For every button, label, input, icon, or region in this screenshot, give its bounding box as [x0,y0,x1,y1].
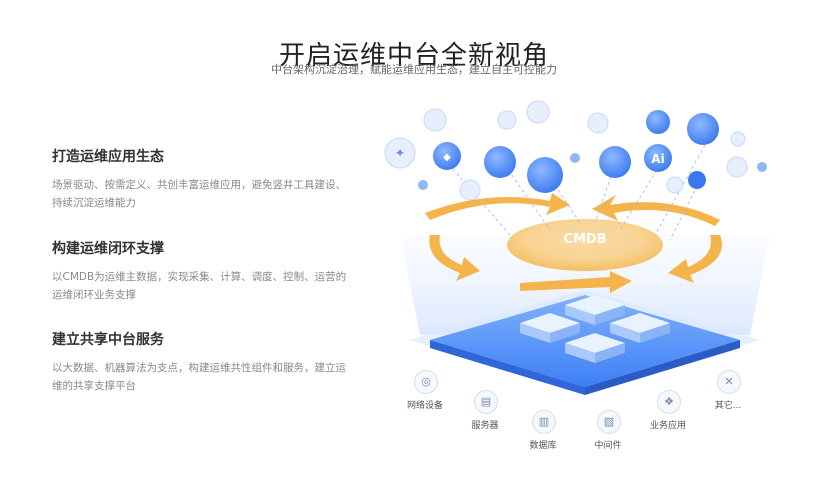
target-icon [646,110,670,134]
feature-heading: 打造运维应用生态 [52,149,164,165]
dot-bubble [688,171,706,189]
feature-closed-loop: 构建运维闭环支撑 以CMDB为运维主数据，实现采集、计算、调度、控制、运营的运维… [52,238,347,304]
feature-desc: 以大数据、机器算法为支点，构建运维共性组件和服务，建立运维的共享支撑平台 [52,362,346,392]
platform-illustration: ✦ ◆ Ai CMDB ◎ 网络设备 ▤ 服务器 [370,95,800,465]
bulb-icon [423,108,447,132]
platform-blocks [520,295,670,363]
ring-icon [730,131,746,147]
star-glyph: ✦ [395,146,405,160]
platform-side-left [430,340,585,395]
database-icon: ▥ [532,410,556,434]
cmdb-core-top [525,221,645,257]
feature-heading: 构建运维闭环支撑 [52,241,164,257]
chart-glyph: ◆ [443,152,451,163]
platform-side-right [585,340,740,395]
resource-label: 中间件 [594,441,622,451]
feature-heading: 建立共享中台服务 [52,332,164,348]
feature-desc: 场景驱动、按需定义、共创丰富运维应用，避免竖井工具建设、持续沉淀运维能力 [52,179,346,209]
screen-icon [687,113,719,145]
cubes-icon [527,157,563,193]
platform-diagram: ✦ ◆ Ai CMDB [384,100,770,395]
middleware-icon: ▧ [597,410,621,434]
feature-app-ecosystem: 打造运维应用生态 场景驱动、按需定义、共创丰富运维应用，避免竖井工具建设、持续沉… [52,146,347,212]
resource-label: 服务器 [471,421,499,431]
feature-shared-platform: 建立共享中台服务 以大数据、机器算法为支点，构建运维共性组件和服务，建立运维的共… [52,329,347,395]
link-icon [484,146,516,178]
page-title: 开启运维中台全新视角 [278,41,549,72]
resource-label: 业务应用 [649,421,686,431]
resource-label: 其它... [714,401,742,411]
cloud-icon [599,146,631,178]
monitor-icon [459,179,481,201]
resource-label: 网络设备 [406,401,443,411]
tools-icon: ✕ [717,370,741,394]
bar-icon [726,156,748,178]
chart-icon [433,142,461,170]
feature-desc: 以CMDB为运维主数据，实现采集、计算、调度、控制、运营的运维闭环业务支撑 [52,271,347,301]
business-app-icon: ❖ [657,390,681,414]
ai-icon [644,144,672,172]
doc-icon [587,112,609,134]
floating-bubbles: ✦ ◆ Ai [384,100,767,201]
page-subtitle: 中台架构沉淀治理，赋能运维应用生态，建立自主可控能力 [271,63,557,76]
connector-lines [444,144,706,241]
dot-bubble [418,180,428,190]
network-device-icon: ◎ [414,370,438,394]
grid-icon [666,176,684,194]
lock-icon [497,110,517,130]
star-icon [384,137,416,169]
dot-bubble [757,162,767,172]
dot-bubble [570,153,580,163]
ai-icon-label: Ai [651,152,664,166]
resource-label: 数据库 [529,441,557,451]
cmdb-label: CMDB [563,232,606,247]
server-icon: ▤ [474,390,498,414]
gear-icon [526,100,550,124]
cycle-arrows [425,193,722,293]
